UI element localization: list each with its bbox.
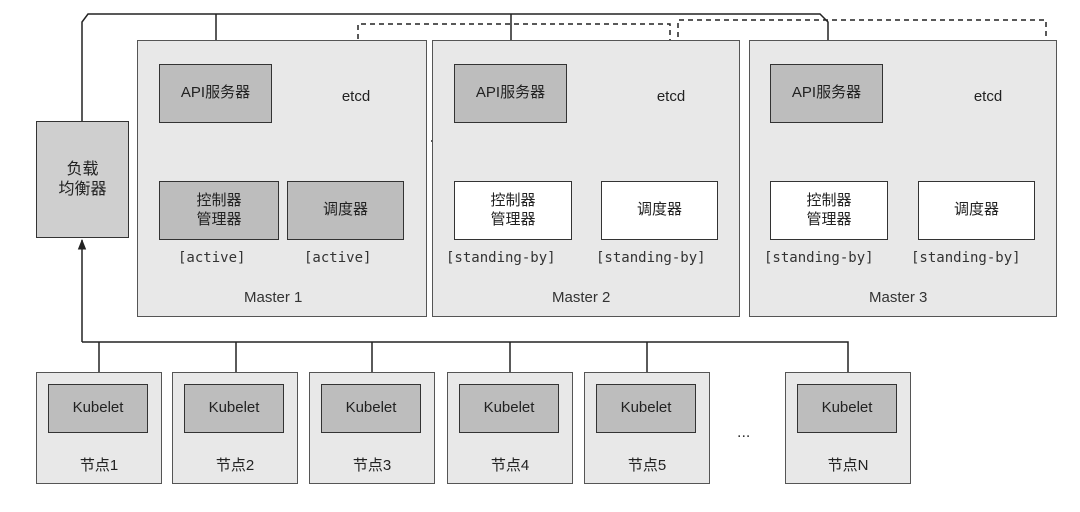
master-2-controller-manager: 控制器 管理器 [454, 181, 572, 240]
load-balancer: 负载 均衡器 [36, 121, 129, 238]
etcd-replication-outer [355, 19, 1047, 142]
node-5-kubelet: Kubelet [596, 384, 696, 433]
master-1-scheduler: 调度器 [287, 181, 404, 240]
node-5-label: 节点5 [627, 457, 667, 474]
node-1-kubelet: Kubelet [48, 384, 148, 433]
node-2-label: 节点2 [215, 457, 255, 474]
node-n-kubelet: Kubelet [797, 384, 897, 433]
master-2-scheduler-state: [standing-by] [596, 250, 706, 266]
master-1-etcd-label: etcd [341, 88, 371, 105]
master-2-etcd-label: etcd [656, 88, 686, 105]
lb-route-top [81, 13, 833, 121]
master-3-etcd-label: etcd [973, 88, 1003, 105]
master-3-scheduler-state: [standing-by] [911, 250, 1021, 266]
master-3-label: Master 3 [869, 289, 928, 306]
node-3-label: 节点3 [352, 457, 392, 474]
more-nodes-ellipsis: ... [737, 424, 751, 441]
master-2-scheduler: 调度器 [601, 181, 718, 240]
master-2-label: Master 2 [552, 289, 611, 306]
master-2-controller-state: [standing-by] [446, 250, 556, 266]
master-3-controller-state: [standing-by] [764, 250, 874, 266]
master-1-api-server: API服务器 [159, 64, 272, 123]
master-1-scheduler-state: [active] [304, 250, 372, 266]
master-3-scheduler: 调度器 [918, 181, 1035, 240]
node-4-label: 节点4 [490, 457, 530, 474]
master-3-controller-manager: 控制器 管理器 [770, 181, 888, 240]
master-1-controller-state: [active] [178, 250, 246, 266]
master-2-api-server: API服务器 [454, 64, 567, 123]
node-2-kubelet: Kubelet [184, 384, 284, 433]
nodes-bus [82, 341, 849, 372]
node-1-label: 节点1 [79, 457, 119, 474]
node-n-label: 节点N [827, 457, 869, 474]
master-1-controller-manager: 控制器 管理器 [159, 181, 279, 240]
master-1-label: Master 1 [244, 289, 303, 306]
master-3-api-server: API服务器 [770, 64, 883, 123]
node-3-kubelet: Kubelet [321, 384, 421, 433]
node-4-kubelet: Kubelet [459, 384, 559, 433]
